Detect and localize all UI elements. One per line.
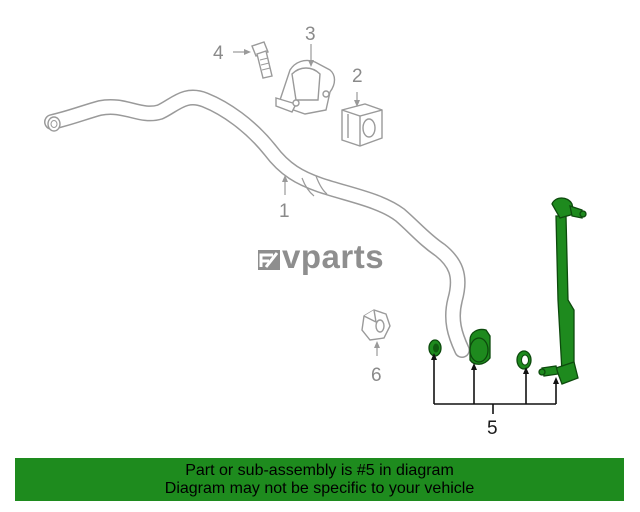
nut-part-6 xyxy=(361,309,391,341)
ev-logo-mark-icon xyxy=(258,250,280,270)
callout-1: 1 xyxy=(279,201,290,222)
logo-wordmark: vparts xyxy=(282,238,385,275)
stabilizer-bar-part-1 xyxy=(44,89,470,358)
bracket-part-3 xyxy=(275,59,336,115)
banner-line-2: Diagram may not be specific to your vehi… xyxy=(164,479,475,497)
callout-4: 4 xyxy=(213,43,224,64)
leader-lines xyxy=(233,44,559,414)
stabilizer-link-part-5 xyxy=(428,197,587,385)
callout-5: 5 xyxy=(487,418,498,439)
callout-6: 6 xyxy=(371,365,382,386)
callout-3: 3 xyxy=(305,24,316,45)
bolt-part-4 xyxy=(251,41,273,79)
banner-line-1: Part or sub-assembly is #5 in diagram xyxy=(185,461,454,479)
ev-parts-logo: vparts xyxy=(258,238,384,276)
info-banner: Part or sub-assembly is #5 in diagram Di… xyxy=(15,458,624,501)
bushing-part-2 xyxy=(341,103,383,147)
callout-2: 2 xyxy=(352,66,363,87)
